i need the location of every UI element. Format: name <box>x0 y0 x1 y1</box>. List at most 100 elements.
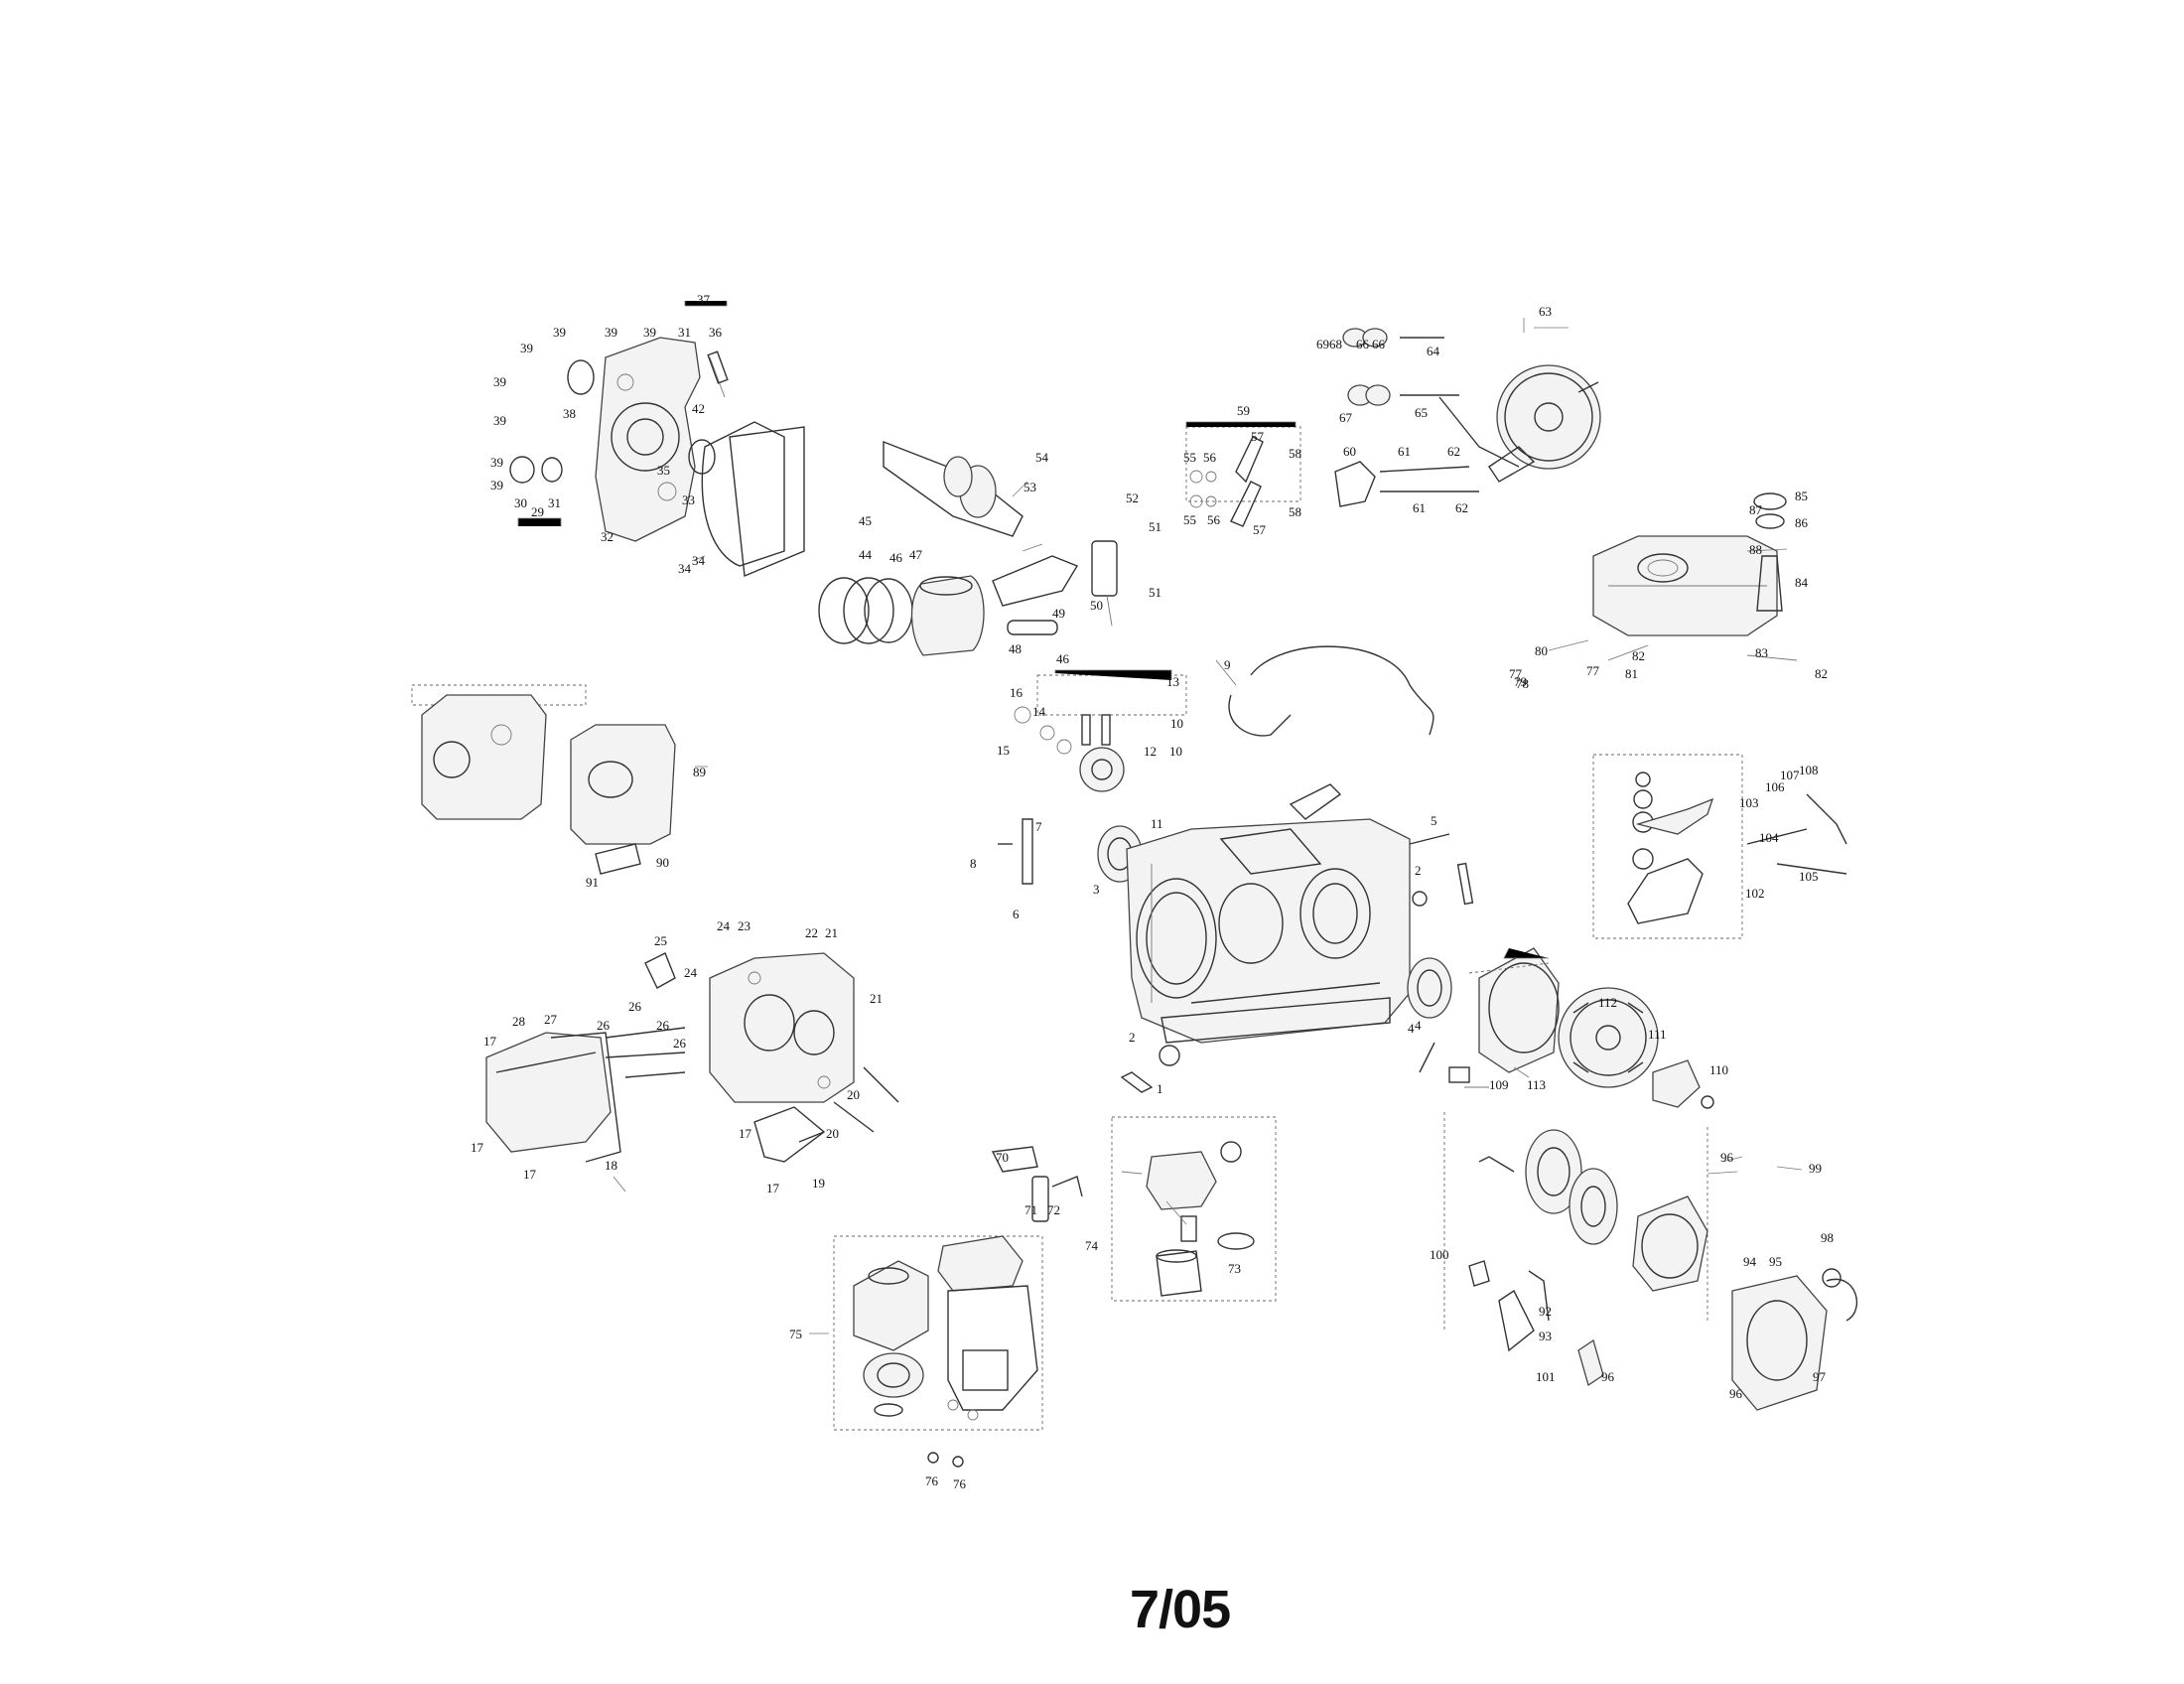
callout: 97 <box>1813 1369 1827 1384</box>
callout: 34 <box>692 553 706 568</box>
callout: 17 <box>523 1167 537 1182</box>
callout: 17 <box>483 1034 497 1049</box>
callout: 112 <box>1598 995 1617 1010</box>
callout: 6 <box>1013 907 1020 921</box>
callout: 4 <box>1408 1021 1415 1036</box>
callout: 2 <box>1129 1030 1136 1045</box>
callout: 37 <box>697 292 711 307</box>
callout: 13 <box>1166 674 1179 689</box>
callout: 109 <box>1489 1077 1509 1092</box>
callout: 24 <box>717 918 731 933</box>
callout: 77 <box>1586 663 1600 678</box>
callout: 25 <box>654 933 667 948</box>
callout: 92 <box>1539 1304 1552 1319</box>
callout: 58 <box>1289 446 1301 461</box>
callout: 84 <box>1795 575 1809 590</box>
callout: 39 <box>520 341 533 355</box>
callout: 61 <box>1398 444 1411 459</box>
control-bracket-group <box>1592 754 1847 939</box>
callout: 71 <box>1024 1202 1037 1217</box>
callout: 17 <box>471 1140 484 1155</box>
cylinder-head-shroud-group <box>411 684 676 875</box>
callout: 77 <box>1509 666 1523 681</box>
callout: 96 <box>1720 1150 1734 1165</box>
callout: 96 <box>1729 1386 1743 1401</box>
callout: 17 <box>739 1126 752 1141</box>
callout: 9 <box>1224 657 1231 672</box>
callout: 6968 <box>1316 337 1342 351</box>
callout: 39 <box>553 325 566 340</box>
callout: 67 <box>1339 410 1353 425</box>
callout: 46 <box>1056 651 1070 666</box>
callout: 18 <box>605 1158 617 1173</box>
callout: 39 <box>643 325 656 340</box>
callout: 38 <box>563 406 576 421</box>
callout: 88 <box>1749 542 1762 557</box>
callout: 60 <box>1343 444 1356 459</box>
callout: 110 <box>1709 1062 1728 1077</box>
callout: 21 <box>825 925 838 940</box>
callout: 55 <box>1183 512 1196 527</box>
callout: 58 <box>1289 504 1301 519</box>
callout: 32 <box>601 529 614 544</box>
callout: 42 <box>692 401 705 416</box>
callout: 20 <box>847 1087 860 1102</box>
callout: 57 <box>1253 522 1267 537</box>
callout: 93 <box>1539 1329 1552 1343</box>
callout: 104 <box>1759 830 1779 845</box>
callout: 16 <box>1010 685 1024 700</box>
flywheel-group <box>1407 947 1714 1109</box>
callout: 76 <box>925 1474 939 1488</box>
callout: 50 <box>1090 598 1103 613</box>
callout: 26 <box>656 1018 670 1033</box>
callout: 101 <box>1536 1369 1556 1384</box>
callout: 39 <box>493 413 506 428</box>
callout: 65 <box>1415 405 1428 420</box>
callout: 21 <box>870 991 883 1006</box>
callout: 23 <box>738 918 751 933</box>
callout: 82 <box>1815 666 1828 681</box>
callout: 103 <box>1739 795 1759 810</box>
callout: 72 <box>1047 1202 1060 1217</box>
callout: 54 <box>1035 450 1049 465</box>
callout: 44 <box>859 547 873 562</box>
callout: 17 <box>766 1181 780 1195</box>
callout: 95 <box>1769 1254 1782 1269</box>
callout: 28 <box>512 1014 525 1029</box>
callout: 106 <box>1765 779 1785 794</box>
callout: 48 <box>1009 641 1022 656</box>
callout: 26 <box>673 1036 687 1051</box>
callout: 39 <box>490 455 503 470</box>
callout: 39 <box>605 325 617 340</box>
callout: 87 <box>1749 502 1763 517</box>
callout: 61 <box>1413 500 1426 515</box>
callout: 74 <box>1085 1238 1099 1253</box>
callout: 56 <box>1207 512 1221 527</box>
callout: 51 <box>1149 585 1161 600</box>
callout: 39 <box>493 374 506 389</box>
callout: 36 <box>709 325 723 340</box>
callout: 76 <box>953 1476 967 1491</box>
valve-cover-group <box>1548 492 1798 661</box>
callout: 75 <box>789 1327 802 1341</box>
callout: 34 <box>678 561 692 576</box>
callout: 20 <box>826 1126 839 1141</box>
callout: 14 <box>1032 704 1046 719</box>
callout: 26 <box>628 999 642 1014</box>
crankcase-cover-group <box>509 337 805 578</box>
cylinder-head-group <box>485 952 899 1193</box>
callout: 33 <box>682 492 695 507</box>
callout: 1 <box>1157 1081 1163 1096</box>
callout: 2 <box>1415 863 1422 878</box>
date-code: 7/05 <box>1130 1580 1231 1639</box>
callout: 107 <box>1780 768 1800 782</box>
callout: 46 <box>889 550 903 565</box>
callout: 19 <box>812 1176 825 1191</box>
breather-hose-group <box>1215 645 1434 737</box>
callout: 39 <box>490 478 503 492</box>
callout: 81 <box>1625 666 1638 681</box>
callout: 26 <box>597 1018 611 1033</box>
callout: 15 <box>997 743 1010 758</box>
callout: 64 <box>1427 344 1440 358</box>
